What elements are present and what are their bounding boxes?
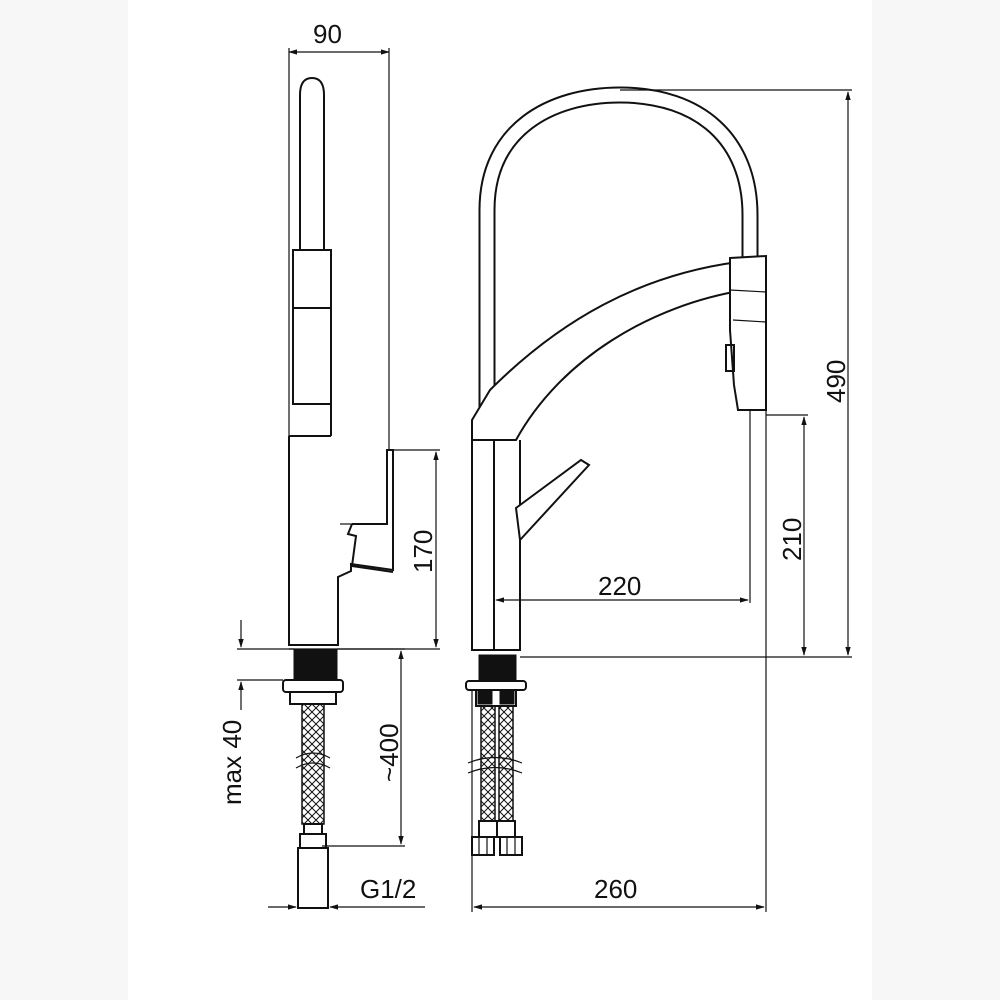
side-wand [299,76,325,250]
front-hose-left [480,705,496,822]
dim-body-height: 170 [408,530,438,573]
front-hose-fitting-left [471,836,495,856]
side-spray-head-upper [292,249,332,309]
side-deck-washer [282,679,344,693]
front-deck-washer [465,680,527,691]
front-spray-button [725,344,735,372]
front-spray-head [729,254,767,411]
front-spout-arm [471,260,747,441]
front-view: 490 210 220 260 [465,86,852,912]
dim-hose-length: ~400 [374,723,404,782]
front-lever [514,458,591,543]
side-hose-connector [297,847,329,909]
dim-total-height: 490 [821,360,851,403]
side-body [288,436,394,646]
front-base-nut [478,654,517,682]
side-base-nut [293,649,338,681]
dim-total-reach: 260 [594,874,637,904]
side-spray-head [292,307,332,405]
front-hose-right [498,705,514,822]
front-column [471,440,521,651]
dim-spout-height: 210 [777,518,807,561]
dim-thread: G1/2 [360,874,416,904]
dim-reach: 220 [598,571,641,601]
front-hose-fitting-right [499,836,523,856]
side-handle [346,523,394,573]
dim-max-deck: max 40 [217,720,247,805]
dim-width-side: 90 [313,19,342,49]
side-view: 90 170 max 40 ~400 G1/2 [217,19,440,910]
